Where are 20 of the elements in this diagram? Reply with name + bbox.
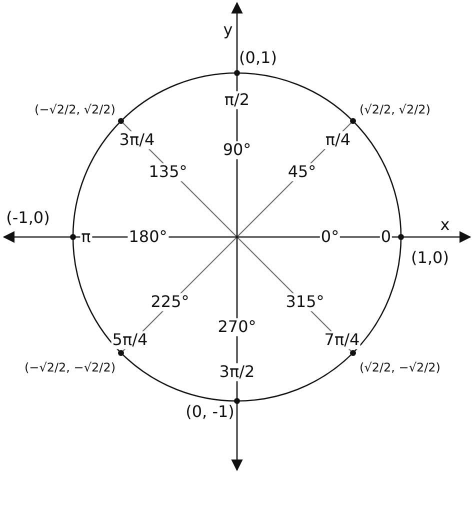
degree-label: 315° <box>284 293 326 311</box>
degree-label: 270° <box>216 318 258 336</box>
radian-label: 5π/4 <box>111 331 149 349</box>
degree-label: 225° <box>150 293 190 311</box>
radian-label: π/2 <box>223 91 251 109</box>
radian-label: 3π/2 <box>218 363 256 381</box>
coordinate-label: (−√2/2, −√2/2) <box>23 361 117 375</box>
radian-label: 3π/4 <box>118 131 156 149</box>
coordinate-label: (-1,0) <box>5 209 51 227</box>
coordinate-label: (1,0) <box>410 249 450 267</box>
degree-label: 90° <box>222 141 252 159</box>
degree-label: 135° <box>148 163 188 181</box>
coordinate-label: (0,1) <box>238 49 278 67</box>
coordinate-label: (0, -1) <box>184 403 236 421</box>
coordinate-label: (−√2/2, √2/2) <box>34 103 116 117</box>
coordinate-label: (√2/2, √2/2) <box>358 103 432 117</box>
coordinate-label: (√2/2, −√2/2) <box>358 361 442 375</box>
degree-label: 45° <box>286 163 318 181</box>
radian-label: 7π/4 <box>323 331 361 349</box>
radian-label: π/4 <box>324 131 352 149</box>
